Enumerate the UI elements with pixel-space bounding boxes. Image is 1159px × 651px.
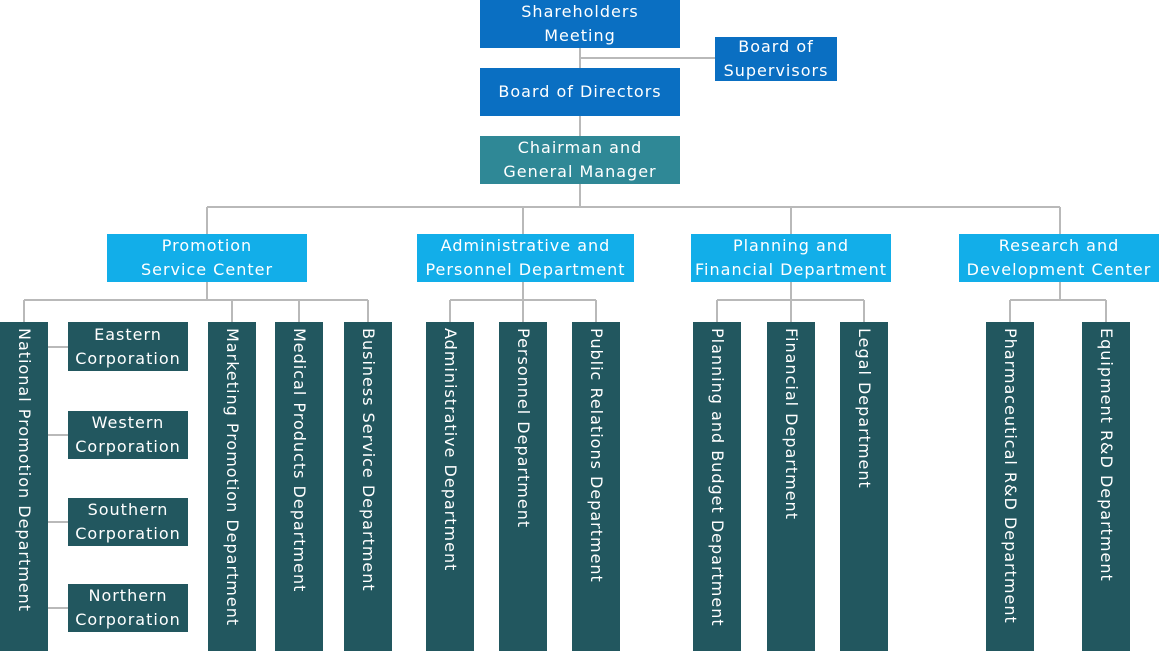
business-service-department-node: Business Service Department [344, 322, 392, 651]
pharmaceutical-rd-department-node: Pharmaceutical R&D Department [986, 322, 1034, 651]
eastern-corporation-node: Eastern Corporation [68, 322, 188, 371]
administrative-personnel-node: Administrative and Personnel Department [417, 234, 634, 282]
administrative-label: Administrative Department [441, 328, 460, 572]
planning-financial-node: Planning and Financial Department [691, 234, 891, 282]
board-of-supervisors-node: Board of Supervisors [715, 37, 837, 81]
legal-department-node: Legal Department [840, 322, 888, 651]
public-relations-department-node: Public Relations Department [572, 322, 620, 651]
marketing-promotion-label: Marketing Promotion Department [223, 328, 242, 627]
western-corporation-node: Western Corporation [68, 411, 188, 459]
northern-corporation-node: Northern Corporation [68, 584, 188, 632]
business-service-label: Business Service Department [359, 328, 378, 592]
financial-department-node: Financial Department [767, 322, 815, 651]
promotion-service-center-node: Promotion Service Center [107, 234, 307, 282]
planning-budget-department-node: Planning and Budget Department [693, 322, 741, 651]
chairman-general-manager-node: Chairman and General Manager [480, 136, 680, 184]
national-promotion-department-node: National Promotion Department [0, 322, 48, 651]
personnel-label: Personnel Department [514, 328, 533, 529]
personnel-department-node: Personnel Department [499, 322, 547, 651]
national-promotion-label: National Promotion Department [15, 328, 34, 613]
equipment-rd-department-node: Equipment R&D Department [1082, 322, 1130, 651]
research-development-node: Research and Development Center [959, 234, 1159, 282]
administrative-department-node: Administrative Department [426, 322, 474, 651]
southern-corporation-node: Southern Corporation [68, 498, 188, 546]
equipment-rd-label: Equipment R&D Department [1097, 328, 1116, 582]
medical-products-department-node: Medical Products Department [275, 322, 323, 651]
financial-label: Financial Department [782, 328, 801, 520]
shareholders-meeting-node: Shareholders Meeting [480, 0, 680, 48]
medical-products-label: Medical Products Department [290, 328, 309, 593]
pharmaceutical-rd-label: Pharmaceutical R&D Department [1001, 328, 1020, 624]
board-of-directors-node: Board of Directors [480, 68, 680, 116]
public-relations-label: Public Relations Department [587, 328, 606, 583]
planning-budget-label: Planning and Budget Department [708, 328, 727, 627]
marketing-promotion-department-node: Marketing Promotion Department [208, 322, 256, 651]
legal-label: Legal Department [855, 328, 874, 489]
